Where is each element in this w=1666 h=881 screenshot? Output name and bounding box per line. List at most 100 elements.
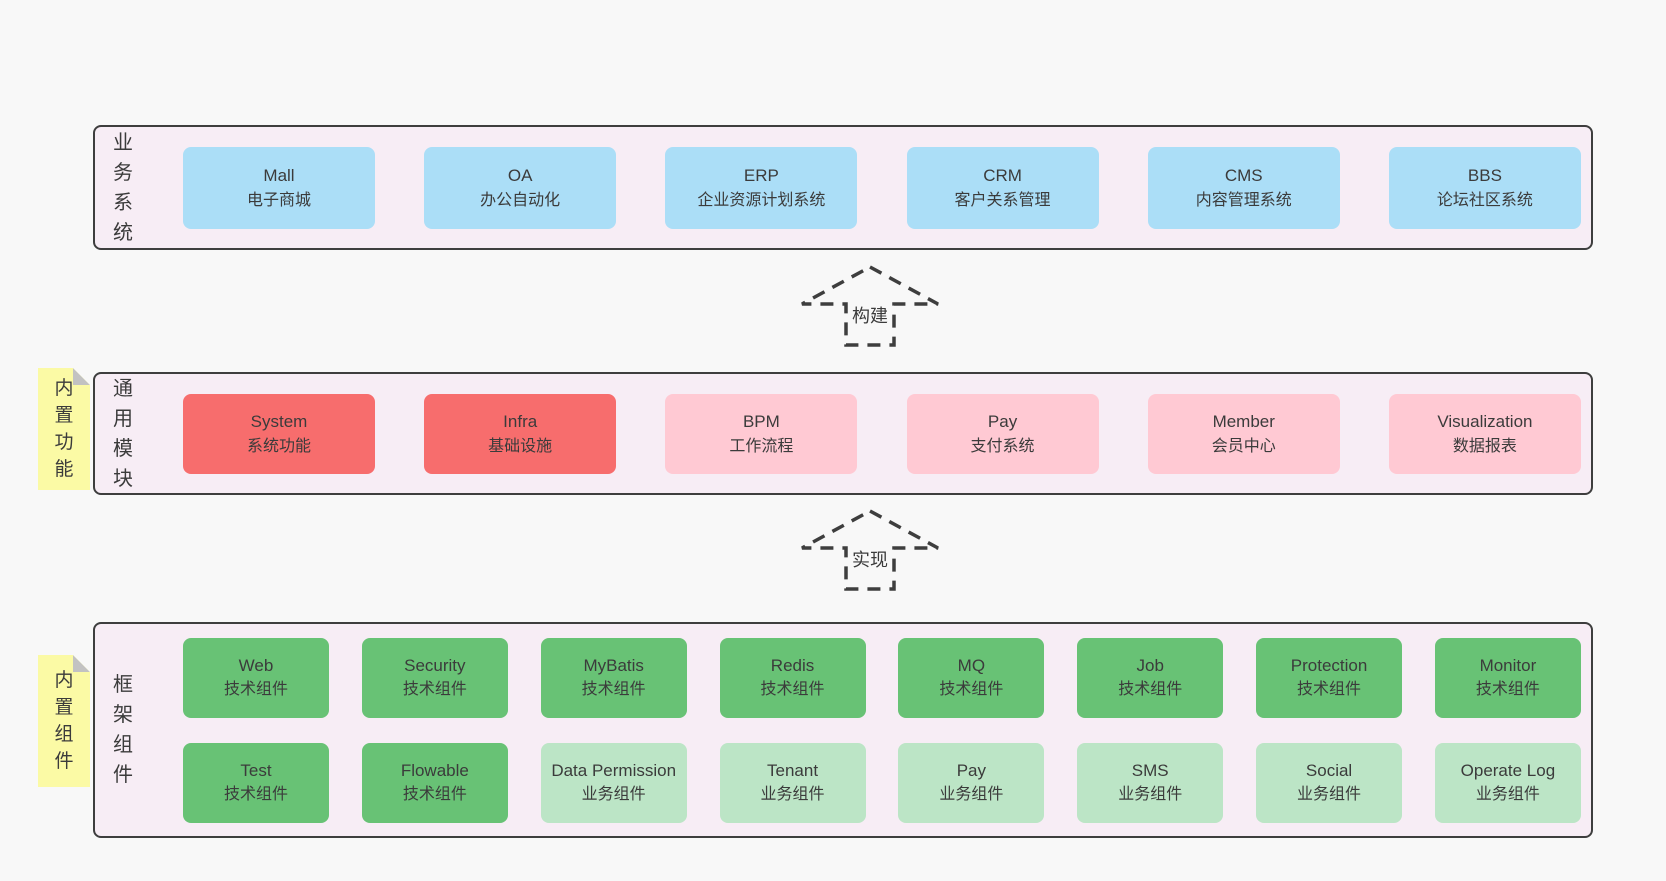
band-common-modules: 通用模块 System 系统功能 Infra 基础设施 BPM 工作流程 Pay… [93,372,1593,495]
module-box-member: Member 会员中心 [1147,393,1340,474]
module-desc: 业务组件 [1297,785,1362,803]
module-desc: 论坛社区系统 [1436,191,1533,209]
module-name: CMS [1224,165,1263,185]
module-desc: 系统功能 [246,437,311,455]
module-desc: 技术组件 [581,680,646,698]
module-row: Mall 电子商城 OA 办公自动化 ERP 企业资源计划系统 CRM 客户关系… [183,146,1581,229]
module-name: Redis [770,655,815,675]
module-box-pay: Pay 业务组件 [898,742,1045,823]
module-name: Monitor [1479,655,1537,675]
module-box-mq: MQ 技术组件 [898,637,1045,718]
module-name: Infra [503,411,538,431]
module-row: Test 技术组件 Flowable 技术组件 Data Permission … [183,742,1581,823]
sticky-label-builtin-features: 内置功能 [54,378,74,480]
module-desc: 业务组件 [760,785,825,803]
module-desc: 办公自动化 [480,191,561,209]
band-content: Web 技术组件 Security 技术组件 MyBatis 技术组件 Redi… [138,624,1591,836]
dashed-up-arrow-build: 构建 [801,265,939,347]
band-label-business-systems: 业务系统 [113,131,133,244]
module-box-system: System 系统功能 [183,393,375,474]
module-box-data-permission: Data Permission 业务组件 [540,742,687,823]
module-desc: 业务组件 [939,785,1004,803]
module-name: ERP [743,165,779,185]
module-box-visualization: Visualization 数据报表 [1388,393,1581,474]
arrow-outline [801,265,939,347]
module-desc: 内容管理系统 [1195,191,1292,209]
module-desc: 数据报表 [1452,437,1517,455]
sticky-note-builtin-features: 内置功能 [38,368,90,490]
module-box-monitor: Monitor 技术组件 [1434,637,1581,718]
module-row: Web 技术组件 Security 技术组件 MyBatis 技术组件 Redi… [183,637,1581,718]
module-name: Pay [956,760,987,780]
module-name: Visualization [1437,411,1533,431]
band-content: Mall 电子商城 OA 办公自动化 ERP 企业资源计划系统 CRM 客户关系… [138,127,1591,248]
module-name: Tenant [767,760,819,780]
module-desc: 技术组件 [402,785,467,803]
module-name: Mall [263,165,295,185]
module-name: CRM [983,165,1022,185]
module-box-social: Social 业务组件 [1256,742,1403,823]
arrow-label-build: 构建 [852,306,888,326]
module-name: BBS [1467,165,1502,185]
module-box-operate-log: Operate Log 业务组件 [1434,742,1581,823]
module-box-tenant: Tenant 业务组件 [719,742,866,823]
module-name: Flowable [400,760,469,780]
module-name: Member [1212,411,1275,431]
arrow-outline [801,509,939,591]
module-desc: 技术组件 [402,680,467,698]
module-desc: 技术组件 [939,680,1004,698]
sticky-note-builtin-components: 内置组件 [38,655,90,787]
module-name: Pay [987,411,1018,431]
module-desc: 电子商城 [246,191,311,209]
sticky-fold-icon [73,368,90,385]
band-label-framework-components: 框架组件 [113,674,133,786]
sticky-label-builtin-components: 内置组件 [54,670,74,772]
module-desc: 工作流程 [729,437,794,455]
module-desc: 业务组件 [1475,785,1540,803]
band-label-common-modules: 通用模块 [113,377,133,490]
dashed-up-arrow-implement: 实现 [801,509,939,591]
module-name: Protection [1290,655,1368,675]
module-desc: 技术组件 [1297,680,1362,698]
module-box-cms: CMS 内容管理系统 [1147,146,1340,229]
module-box-oa: OA 办公自动化 [424,146,617,229]
module-desc: 技术组件 [223,785,288,803]
sticky-fold-icon [73,655,90,672]
band-content: System 系统功能 Infra 基础设施 BPM 工作流程 Pay 支付系统… [138,374,1591,493]
module-box-bbs: BBS 论坛社区系统 [1388,146,1581,229]
module-box-mall: Mall 电子商城 [183,146,375,229]
module-desc: 技术组件 [1118,680,1183,698]
module-desc: 业务组件 [581,785,646,803]
module-box-mybatis: MyBatis 技术组件 [540,637,687,718]
band-framework-components: 框架组件 Web 技术组件 Security 技术组件 MyBatis 技术组件… [93,622,1593,838]
module-box-protection: Protection 技术组件 [1256,637,1403,718]
module-name: Security [404,655,466,675]
module-name: Social [1305,760,1353,780]
module-row: System 系统功能 Infra 基础设施 BPM 工作流程 Pay 支付系统… [183,393,1581,474]
module-name: Data Permission [551,760,677,780]
module-desc: 技术组件 [1475,680,1540,698]
module-box-redis: Redis 技术组件 [719,637,866,718]
module-box-security: Security 技术组件 [361,637,508,718]
module-name: BPM [742,411,780,431]
module-box-job: Job 技术组件 [1077,637,1224,718]
arrow-label-implement: 实现 [852,550,888,570]
module-box-pay: Pay 支付系统 [906,393,1099,474]
module-box-flowable: Flowable 技术组件 [361,742,508,823]
module-box-bpm: BPM 工作流程 [665,393,858,474]
module-box-test: Test 技术组件 [183,742,329,823]
module-box-web: Web 技术组件 [183,637,329,718]
module-name: Operate Log [1460,760,1556,780]
module-name: Web [238,655,274,675]
module-desc: 企业资源计划系统 [697,191,826,209]
module-desc: 基础设施 [488,437,553,455]
module-desc: 技术组件 [223,680,288,698]
module-box-erp: ERP 企业资源计划系统 [665,146,858,229]
module-box-sms: SMS 业务组件 [1077,742,1224,823]
module-box-crm: CRM 客户关系管理 [906,146,1099,229]
module-box-infra: Infra 基础设施 [424,393,617,474]
band-business-systems: 业务系统 Mall 电子商城 OA 办公自动化 ERP 企业资源计划系统 CRM… [93,125,1593,250]
module-desc: 客户关系管理 [954,191,1051,209]
module-name: OA [507,165,533,185]
module-desc: 会员中心 [1211,437,1276,455]
